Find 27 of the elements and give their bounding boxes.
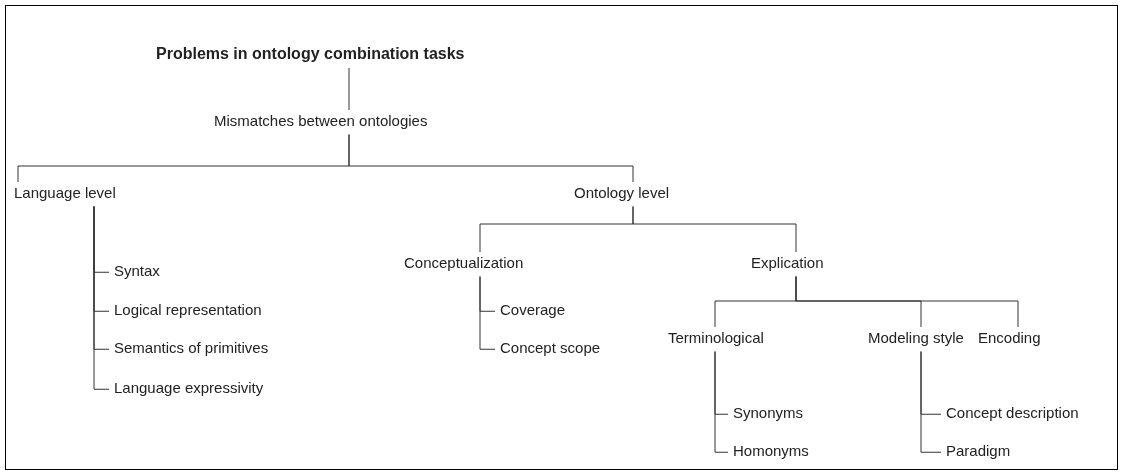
tree-node-label: Conceptualization (404, 252, 524, 275)
tree-node-label: Language expressivity (114, 377, 264, 400)
tree-node-label: Terminological (668, 327, 764, 350)
tree-node-label: Modeling style (868, 327, 964, 350)
connector-line (795, 276, 1019, 328)
connector-line (348, 67, 350, 111)
tree-node-label: Synonyms (733, 402, 804, 425)
connector-line (348, 134, 634, 183)
connector-line (93, 206, 110, 390)
tree-node-label: Logical representation (114, 299, 262, 322)
tree-node-label: Syntax (114, 260, 160, 283)
tree-node-label: Coverage (500, 299, 566, 322)
connector-line (920, 351, 942, 453)
connector-line (714, 351, 729, 453)
tree-node-label: Homonyms (733, 440, 809, 463)
root-heading: Problems in ontology combination tasks (156, 42, 465, 66)
connector-line (479, 276, 496, 350)
tree-node-label: Semantics of primitives (114, 337, 269, 360)
tree-node-label: Concept description (946, 402, 1079, 425)
tree-node-label: Ontology level (574, 182, 670, 205)
tree-node-label: Language level (14, 182, 116, 205)
connector-line (632, 206, 797, 253)
tree-node-label: Encoding (978, 327, 1041, 350)
tree-node-label: Concept scope (500, 337, 601, 360)
tree-node-label: Paradigm (946, 440, 1011, 463)
tree-node-label: Explication (751, 252, 824, 275)
tree-node-label: Mismatches between ontologies (214, 110, 428, 133)
